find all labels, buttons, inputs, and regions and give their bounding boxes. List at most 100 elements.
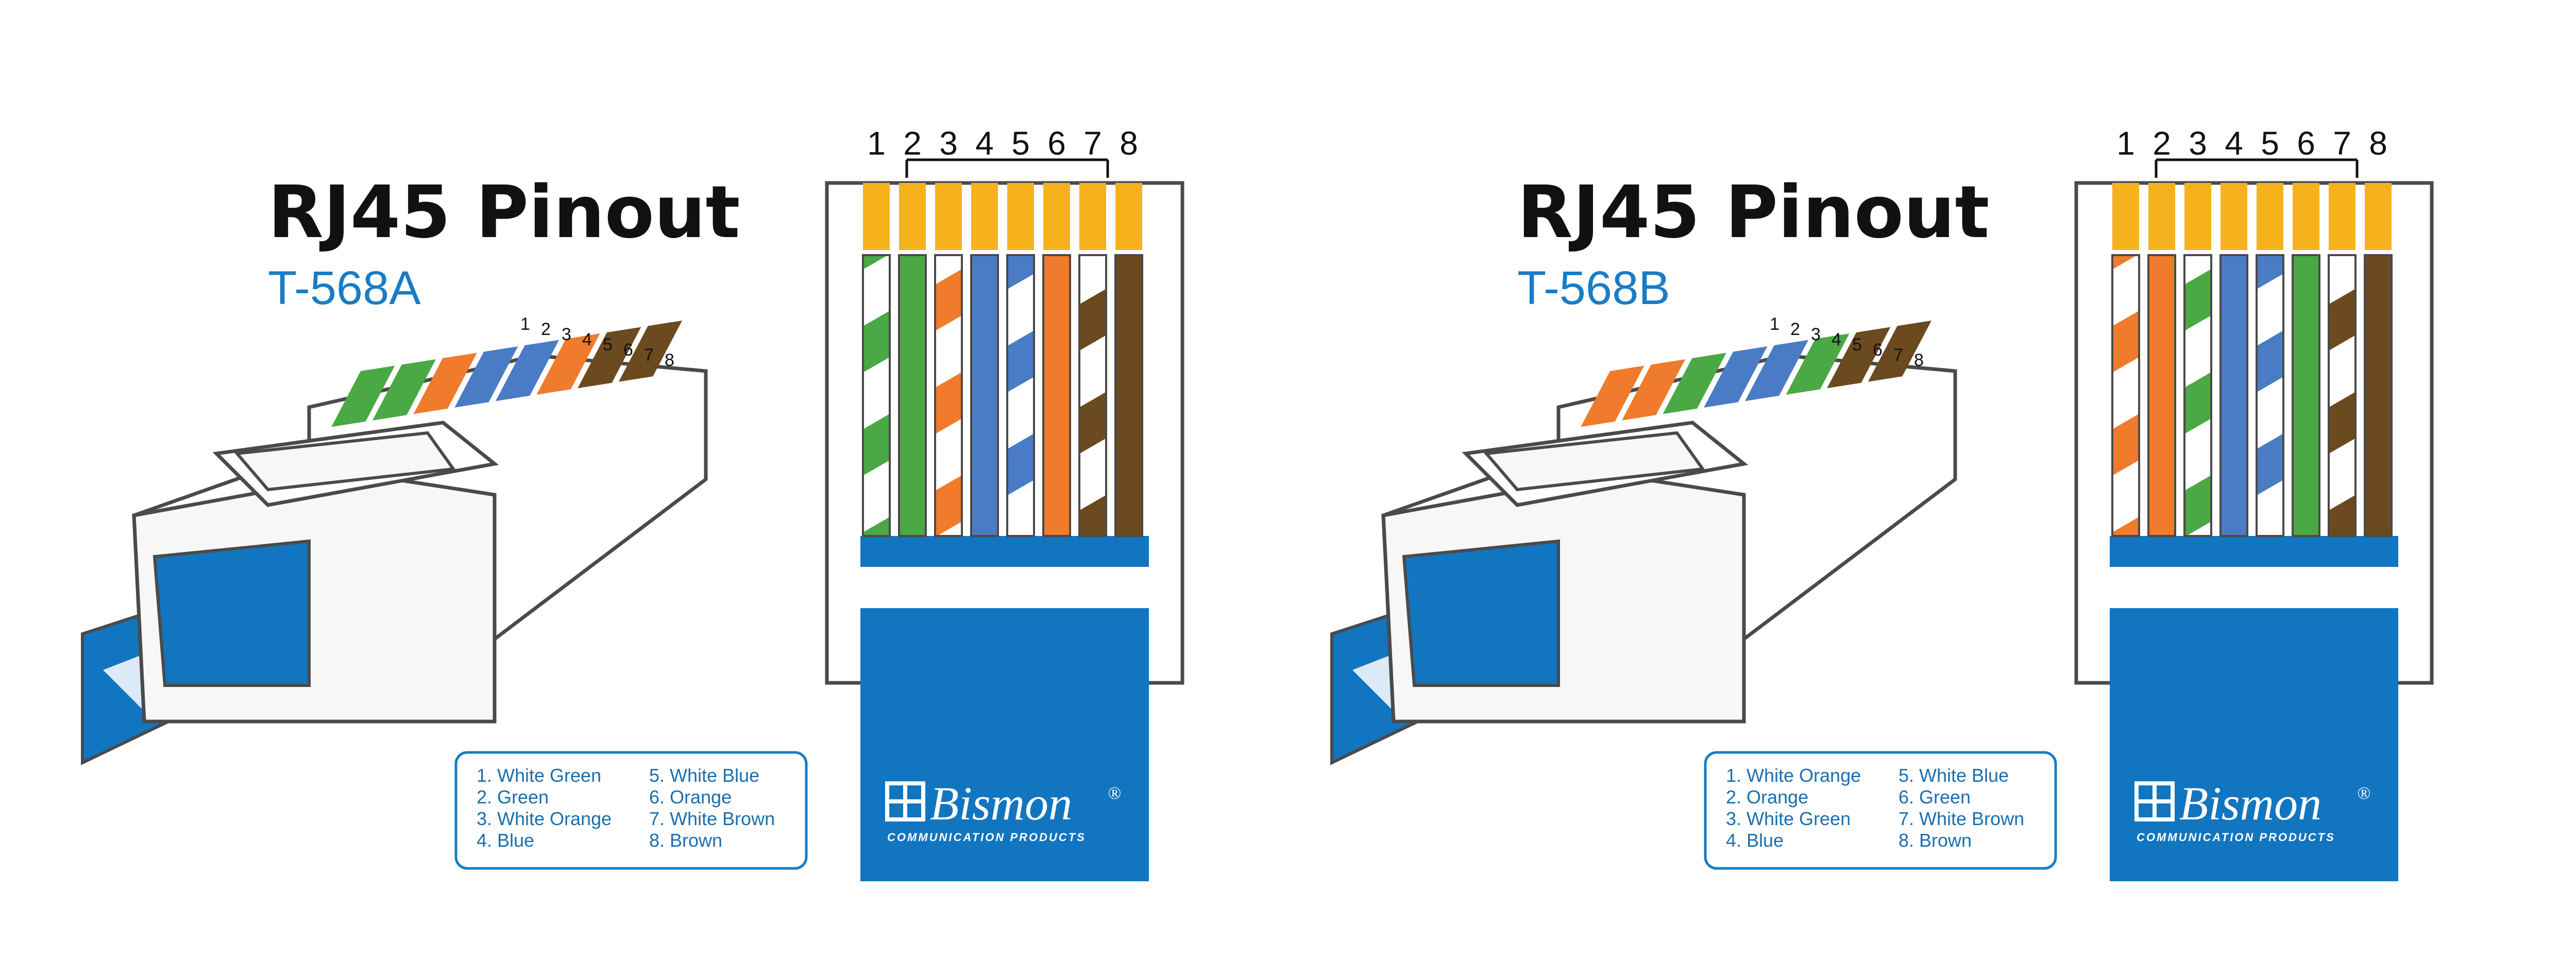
gold-contact: [935, 183, 962, 250]
wire-pin-1: [2111, 254, 2140, 537]
pin-number: 5: [603, 335, 613, 355]
wire-pin-7: [1078, 254, 1107, 537]
wire-pin-4: [970, 254, 999, 537]
pin-number: 5: [2261, 125, 2279, 162]
legend-item: 3. White Orange: [477, 808, 612, 829]
legend-item: 7. White Brown: [649, 808, 775, 829]
wire-pin-3: [2183, 254, 2212, 537]
legend-item: 1. White Green: [477, 765, 601, 786]
pin-number: 8: [2369, 125, 2387, 162]
pin-number: 1: [520, 314, 530, 334]
pin-number: 5: [1852, 335, 1862, 355]
gold-contact: [2257, 183, 2283, 250]
wire-set: [2111, 183, 2393, 537]
wire-pin-8: [2364, 254, 2393, 537]
pin-number: 4: [582, 330, 592, 349]
pin-number: 5: [1011, 125, 1030, 162]
wire-pin-3: [934, 254, 963, 537]
pin-number: 4: [2225, 125, 2243, 162]
pin-number: 1: [2116, 125, 2135, 162]
legend-item: 2. Orange: [1726, 786, 1808, 808]
gold-contact: [1007, 183, 1034, 250]
legend-item: 3. White Green: [1726, 808, 1851, 829]
legend-item: 4. Blue: [1726, 830, 1784, 851]
legend-item: 2. Green: [477, 786, 549, 808]
panel-title: RJ45 Pinout: [268, 171, 740, 255]
wire-pin-2: [898, 254, 927, 537]
legend-item: 5. White Blue: [649, 765, 759, 786]
pin-number: 1: [1770, 314, 1780, 334]
brand-tagline: COMMUNICATION PRODUCTS: [887, 831, 1086, 844]
brand-name: Bismon: [930, 777, 1072, 830]
legend-item: 7. White Brown: [1899, 808, 2024, 829]
gold-contact: [2365, 183, 2392, 250]
legend-item: 5. White Blue: [1899, 765, 2009, 786]
panel-t568a: RJ45 Pinout T-568A: [81, 125, 1184, 881]
pin-number: 7: [644, 345, 654, 365]
wire-pin-8: [1114, 254, 1143, 537]
plug-perspective-illustration: 1 2 3 4 5 6 7 8: [81, 314, 708, 765]
brand-name: Bismon: [2179, 777, 2321, 830]
wire-pin-5: [2256, 254, 2284, 537]
pin-number: 8: [1120, 125, 1138, 162]
pin-number: 4: [975, 125, 994, 162]
wire-pin-6: [2292, 254, 2320, 537]
bismon-logo: Bismon ® COMMUNICATION PRODUCTS: [2134, 777, 2370, 844]
wire-pin-6: [1042, 254, 1071, 537]
wire-pin-7: [2328, 254, 2357, 537]
pin-number: 3: [939, 125, 958, 162]
pin-number: 6: [2297, 125, 2315, 162]
gold-contact: [2148, 183, 2175, 250]
pin-number: 8: [665, 350, 674, 370]
pin-number: 1: [867, 125, 886, 162]
perspective-pin-numbers: 1 2 3 4 5 6 7 8: [1770, 314, 1924, 370]
wire-set: [862, 183, 1143, 537]
pin-number: 3: [562, 325, 571, 344]
pin-number: 8: [1914, 350, 1924, 370]
legend-item: 1. White Orange: [1726, 765, 1861, 786]
brand-tagline: COMMUNICATION PRODUCTS: [2137, 831, 2335, 844]
brand-registered-mark: ®: [2357, 784, 2370, 803]
legend-item: 8. Brown: [1899, 830, 1972, 851]
pin-number: 2: [2153, 125, 2171, 162]
wire-color-legend: 1. White Green 2. Green 3. White Orange …: [454, 751, 808, 870]
bismon-mark-icon: [2134, 781, 2175, 821]
bismon-logo: Bismon ® COMMUNICATION PRODUCTS: [885, 777, 1121, 844]
wire-pin-1: [862, 254, 891, 537]
wire-color-legend: 1. White Orange 2. Orange 3. White Green…: [1704, 751, 2057, 870]
gold-contact: [1115, 183, 1142, 250]
plug-perspective-illustration: 1 2 3 4 5 6 7 8: [1330, 314, 1957, 765]
pin-number: 7: [2333, 125, 2351, 162]
gold-contact: [2112, 183, 2139, 250]
legend-item: 6. Green: [1899, 786, 1971, 808]
pin-number: 2: [903, 125, 922, 162]
gold-contact: [2184, 183, 2211, 250]
pin-number: 7: [1083, 125, 1102, 162]
pin-number: 2: [1790, 320, 1800, 339]
pin-number: 7: [1893, 345, 1903, 365]
gold-contact: [1079, 183, 1106, 250]
wire-pin-2: [2147, 254, 2176, 537]
panel-subtitle: T-568B: [1517, 262, 1670, 314]
perspective-pin-numbers: 1 2 3 4 5 6 7 8: [520, 314, 674, 370]
wire-pin-5: [1006, 254, 1035, 537]
gold-contact: [1043, 183, 1070, 250]
panel-subtitle: T-568A: [268, 262, 421, 314]
pin-number: 3: [1811, 325, 1821, 344]
gold-contact: [2293, 183, 2319, 250]
panel-t568b: RJ45 Pinout T-568B 1 2 3: [1330, 125, 2434, 881]
pin-number: 3: [2189, 125, 2207, 162]
legend-item: 4. Blue: [477, 830, 534, 851]
legend-item: 6. Orange: [649, 786, 732, 808]
gold-contact: [2329, 183, 2355, 250]
gold-contact: [863, 183, 890, 250]
legend-item: 8. Brown: [649, 830, 722, 851]
pin-number: 6: [1873, 340, 1883, 360]
gold-contact: [971, 183, 998, 250]
wire-pin-4: [2219, 254, 2248, 537]
